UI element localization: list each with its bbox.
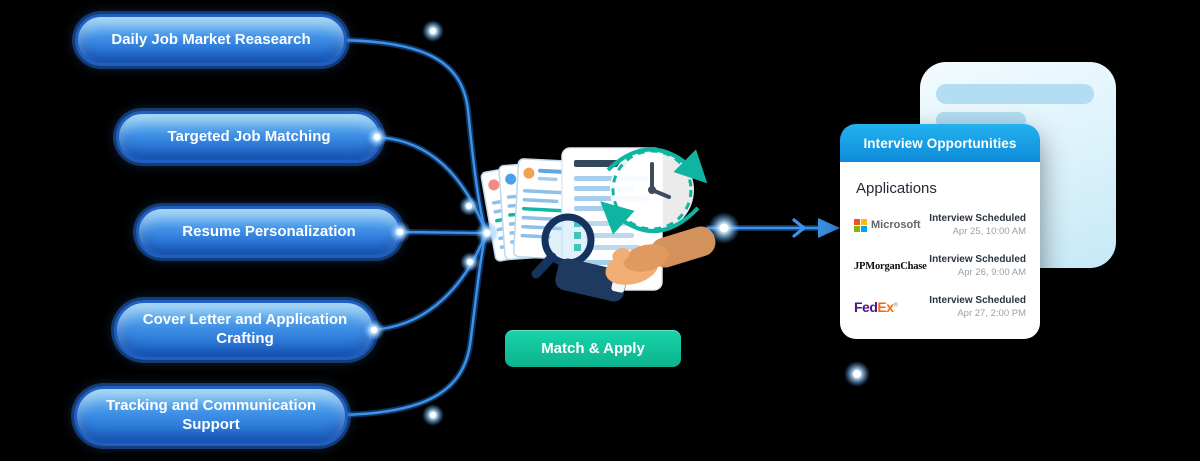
handshake-icon — [555, 226, 716, 302]
glow-dot — [459, 196, 479, 216]
status-text: Interview Scheduled — [929, 254, 1026, 265]
application-row-jpmorgan: JPMorganChase Interview Scheduled Apr 26… — [854, 254, 1026, 278]
glow-dot — [422, 404, 444, 426]
match-apply-button[interactable]: Match & Apply — [505, 330, 681, 367]
fedex-logo-icon: FedEx® — [854, 299, 898, 315]
status-datetime: Apr 25, 10:00 AM — [952, 226, 1026, 237]
status-datetime: Apr 27, 2:00 PM — [957, 308, 1026, 319]
pill-resume-personalization[interactable]: Resume Personalization — [136, 206, 402, 258]
arrow-head-icon — [818, 218, 840, 238]
clock-icon — [600, 147, 708, 235]
skeleton-bar — [936, 84, 1094, 104]
card-header: Interview Opportunities — [840, 124, 1040, 162]
pill-label: Resume Personalization — [182, 222, 356, 240]
row-status-block: Interview Scheduled Apr 26, 9:00 AM — [929, 254, 1026, 278]
glow-dot — [475, 221, 499, 245]
resume-stack-icon — [480, 158, 574, 262]
document-icon — [561, 147, 663, 291]
card-body: Applications Microsoft Interview Schedul… — [840, 162, 1040, 339]
microsoft-squares-icon — [854, 218, 867, 232]
registered-mark: ® — [893, 302, 898, 309]
match-apply-label: Match & Apply — [541, 340, 645, 357]
chevron-icon — [792, 218, 807, 238]
microsoft-logo-icon: Microsoft — [854, 218, 921, 232]
glow-dot — [708, 212, 740, 244]
pill-tracking-communication[interactable]: Tracking and Communication Support — [74, 386, 348, 446]
pill-label: Cover Letter and Application Crafting — [142, 311, 348, 347]
interview-opportunities-card: Interview Opportunities Applications Mic… — [840, 124, 1040, 339]
magnifier-icon — [531, 213, 595, 279]
jpmorgan-logo-icon: JPMorganChase — [854, 260, 927, 272]
glow-dot — [460, 252, 480, 272]
status-text: Interview Scheduled — [929, 295, 1026, 306]
pill-label: Tracking and Communication Support — [105, 397, 317, 433]
pill-label: Daily Job Market Reasearch — [111, 30, 311, 48]
match-illustration — [480, 147, 716, 302]
status-datetime: Apr 26, 9:00 AM — [957, 267, 1026, 278]
glow-dot — [422, 20, 444, 42]
row-status-block: Interview Scheduled Apr 27, 2:00 PM — [929, 295, 1026, 319]
company-name: Microsoft — [871, 219, 921, 231]
pill-cover-letter-crafting[interactable]: Cover Letter and Application Crafting — [114, 300, 376, 360]
glow-dot — [844, 361, 870, 387]
pill-targeted-job-matching[interactable]: Targeted Job Matching — [116, 111, 382, 163]
fedex-ex-text: Ex — [877, 299, 894, 315]
card-header-label: Interview Opportunities — [863, 135, 1017, 151]
status-text: Interview Scheduled — [929, 213, 1026, 224]
applications-list: Microsoft Interview Scheduled Apr 25, 10… — [854, 213, 1026, 319]
pill-daily-job-market-research[interactable]: Daily Job Market Reasearch — [75, 14, 347, 66]
application-row-fedex: FedEx® Interview Scheduled Apr 27, 2:00 … — [854, 295, 1026, 319]
pill-label: Targeted Job Matching — [167, 127, 331, 145]
row-status-block: Interview Scheduled Apr 25, 10:00 AM — [929, 213, 1026, 237]
applications-title: Applications — [856, 180, 937, 197]
application-row-microsoft: Microsoft Interview Scheduled Apr 25, 10… — [854, 213, 1026, 237]
fedex-fed-text: Fed — [854, 299, 878, 315]
